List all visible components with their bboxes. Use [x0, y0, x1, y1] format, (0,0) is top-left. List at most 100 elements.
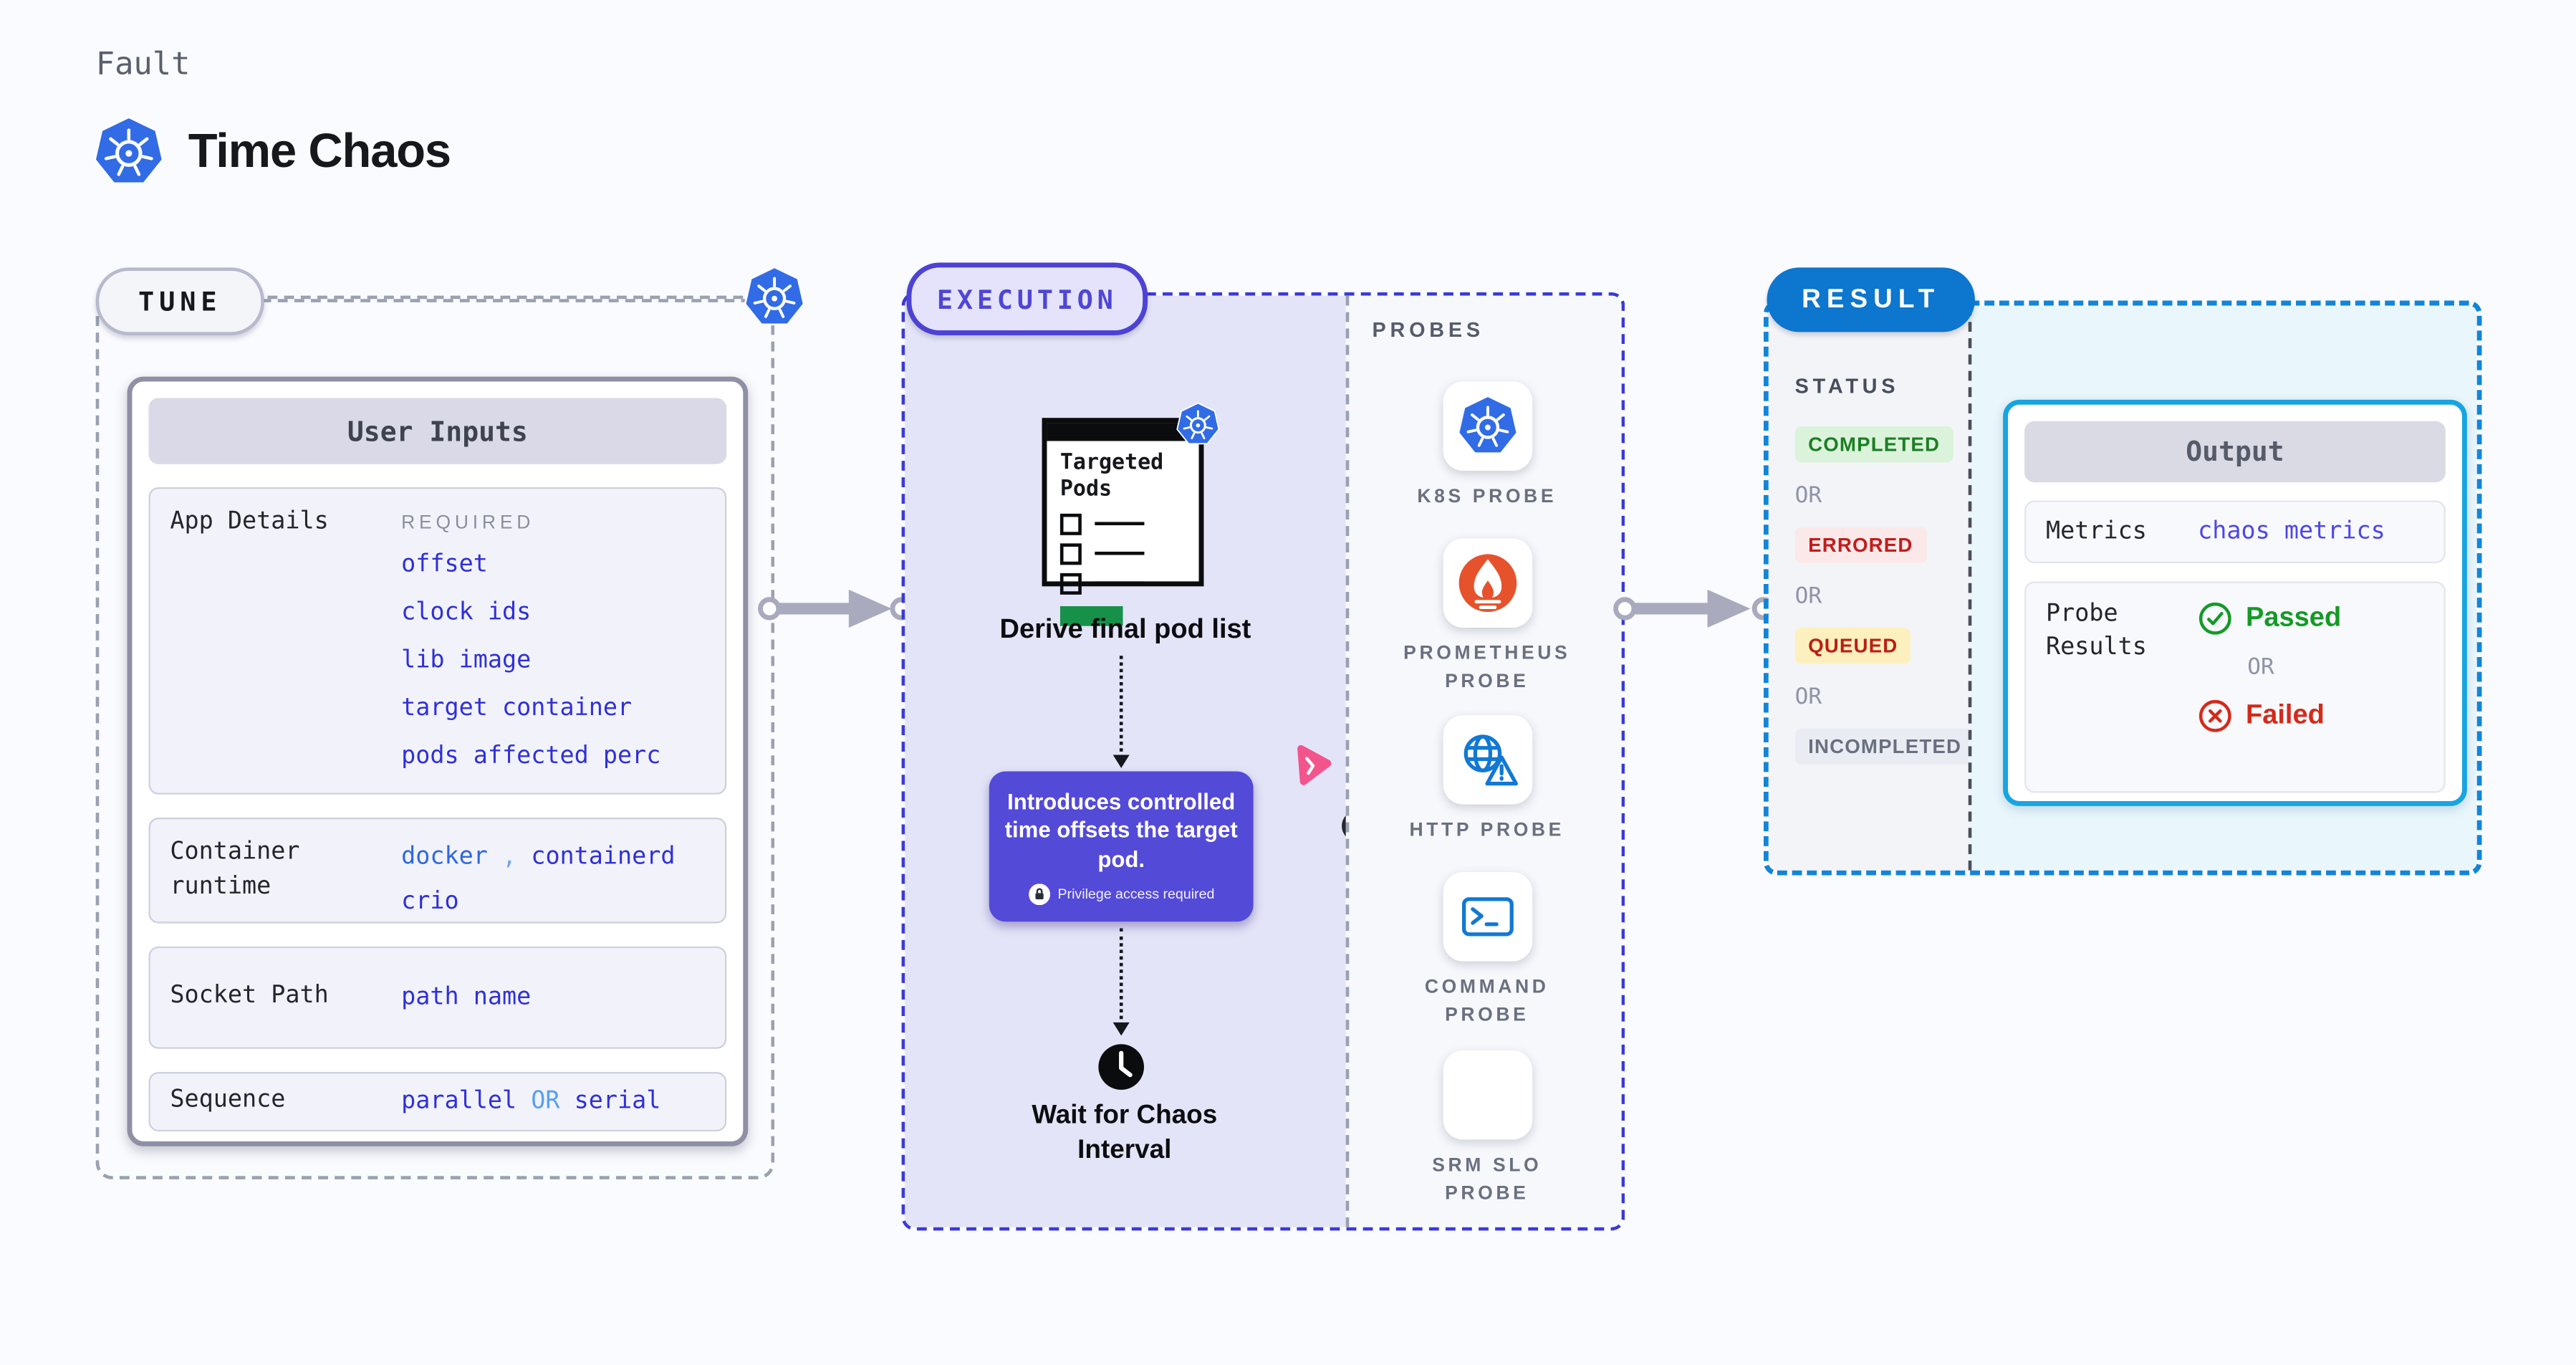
- value-or: OR: [531, 1088, 560, 1115]
- arrowhead-icon: [1112, 755, 1130, 768]
- dotted-connector: [1119, 928, 1123, 1020]
- fault-eyebrow: Fault: [95, 46, 191, 83]
- derive-pod-list-label: Derive final pod list: [999, 614, 1251, 644]
- value-containerd: containerd: [531, 843, 676, 871]
- status-title: STATUS: [1794, 375, 1900, 398]
- probe-tile: [1442, 1050, 1532, 1140]
- flow-arrow-probes-to-result: [1613, 589, 1776, 628]
- progress-bar: [1059, 605, 1123, 626]
- x-circle-icon: [2198, 699, 2232, 733]
- user-inputs-card: User Inputs App Details REQUIRED offset …: [127, 376, 749, 1146]
- check-circle-icon: [2198, 601, 2232, 636]
- probe-item-command: COMMAND PROBE: [1346, 872, 1622, 1031]
- status-zone: STATUS COMPLETED OR ERRORED OR QUEUED OR…: [1768, 305, 1975, 871]
- result-section-box: STATUS COMPLETED OR ERRORED OR QUEUED OR…: [1763, 300, 2482, 876]
- value-crio: crio: [401, 889, 459, 916]
- kubernetes-icon: [1456, 395, 1519, 458]
- probe-item-k8s: K8S PROBE: [1346, 381, 1622, 512]
- app-details-label: App Details: [170, 508, 329, 535]
- sequence-row: Sequence parallel OR serial: [148, 1072, 727, 1132]
- link-pods-affected-perc: pods affected perc: [401, 743, 661, 770]
- prometheus-icon: [1456, 552, 1519, 615]
- page-title: Time Chaos: [188, 125, 451, 178]
- probe-item-http: HTTP PROBE: [1346, 715, 1622, 846]
- targeted-pods-title: Targeted Pods: [1059, 451, 1164, 503]
- sequence-label: Sequence: [170, 1087, 286, 1114]
- probe-label: PROMETHEUS PROBE: [1403, 643, 1571, 693]
- metrics-label: Metrics: [2046, 518, 2147, 545]
- link-offset: offset: [401, 551, 488, 578]
- passed-label: Passed: [2245, 603, 2342, 633]
- output-card: Output Metrics chaos metrics Probe Resul…: [2003, 399, 2467, 806]
- link-lib-image: lib image: [401, 647, 532, 674]
- terminal-icon: [1456, 886, 1519, 949]
- clock-icon: [1097, 1043, 1146, 1092]
- metrics-row: Metrics chaos metrics: [2024, 500, 2446, 564]
- status-badge-queued: QUEUED: [1794, 627, 1911, 664]
- or-separator: OR: [1794, 583, 1822, 610]
- status-badge-completed: COMPLETED: [1794, 426, 1953, 463]
- value-path-name: path name: [401, 983, 532, 1010]
- probe-results-row: Probe Results Passed OR Failed: [2024, 581, 2446, 793]
- user-inputs-header: User Inputs: [148, 398, 727, 464]
- result-badge: RESULT: [1767, 267, 1975, 332]
- execution-zone: Targeted Pods Derive final pod list Intr…: [905, 295, 1379, 1227]
- tune-connector-line: [267, 295, 744, 300]
- wait-interval-label: Wait for Chaos Interval: [1032, 1101, 1218, 1164]
- probe-label: HTTP PROBE: [1409, 820, 1565, 841]
- dotted-connector: [1119, 656, 1123, 752]
- or-separator: OR: [1794, 482, 1822, 509]
- probe-item-srm-slo: SRM SLO PROBE: [1346, 1050, 1622, 1210]
- probe-tile: [1442, 381, 1532, 471]
- link-clock-ids: clock ids: [401, 599, 532, 626]
- probe-tile: [1442, 538, 1532, 628]
- pod-list-item: [1059, 542, 1186, 565]
- container-runtime-label: Container runtime: [170, 839, 300, 901]
- kubernetes-icon: [92, 115, 165, 188]
- chaos-description-card: Introduces controlled time offsets the t…: [989, 771, 1254, 922]
- checkbox-icon: [1059, 542, 1082, 565]
- execution-section-box: Targeted Pods Derive final pod list Intr…: [901, 292, 1625, 1231]
- probes-title: PROBES: [1372, 318, 1484, 343]
- slo-pie-check-icon: [1456, 1064, 1519, 1127]
- http-globe-warning-icon: [1456, 729, 1519, 792]
- value-comma: ,: [502, 843, 517, 871]
- chaos-description-text: Introduces controlled time offsets the t…: [1004, 789, 1238, 872]
- chaos-pink-icon: [1287, 742, 1335, 791]
- output-header: Output: [2024, 421, 2446, 483]
- kubernetes-icon: [1176, 401, 1220, 448]
- socket-path-row: Socket Path path name: [148, 946, 727, 1049]
- probe-label: SRM SLO PROBE: [1432, 1156, 1542, 1205]
- pod-list-item: [1059, 512, 1186, 535]
- line-placeholder: [1095, 551, 1145, 556]
- tune-badge: TUNE: [95, 267, 264, 335]
- line-placeholder: [1095, 521, 1145, 526]
- value-serial: serial: [574, 1088, 661, 1115]
- kubernetes-icon: [743, 264, 806, 330]
- metrics-value: chaos metrics: [2198, 518, 2385, 545]
- line-placeholder: [1095, 580, 1145, 585]
- tune-section-box: [95, 299, 775, 1179]
- targeted-pods-card: Targeted Pods: [1042, 418, 1204, 626]
- failed-label: Failed: [2245, 700, 2325, 730]
- privilege-note: Privilege access required: [1057, 886, 1215, 903]
- arrowhead-icon: [1112, 1022, 1130, 1036]
- or-separator: OR: [1794, 684, 1822, 711]
- checkbox-icon: [1059, 572, 1082, 594]
- value-docker: docker: [401, 843, 488, 871]
- flow-arrow-tune-to-execution: [758, 589, 913, 628]
- link-target-container: target container: [401, 695, 633, 722]
- value-parallel: parallel: [401, 1088, 517, 1115]
- probe-label: K8S PROBE: [1417, 487, 1557, 507]
- pod-card-titlebar: [1047, 423, 1199, 441]
- status-badge-errored: ERRORED: [1794, 527, 1926, 564]
- or-separator: OR: [2247, 653, 2274, 681]
- lock-icon: [1028, 883, 1049, 905]
- probe-label: COMMAND PROBE: [1424, 977, 1549, 1027]
- probe-results-label: Probe Results: [2046, 601, 2147, 661]
- execution-badge: EXECUTION: [906, 262, 1148, 335]
- probe-tile: [1442, 872, 1532, 962]
- required-tag: REQUIRED: [401, 513, 535, 534]
- probe-tile: [1442, 715, 1532, 805]
